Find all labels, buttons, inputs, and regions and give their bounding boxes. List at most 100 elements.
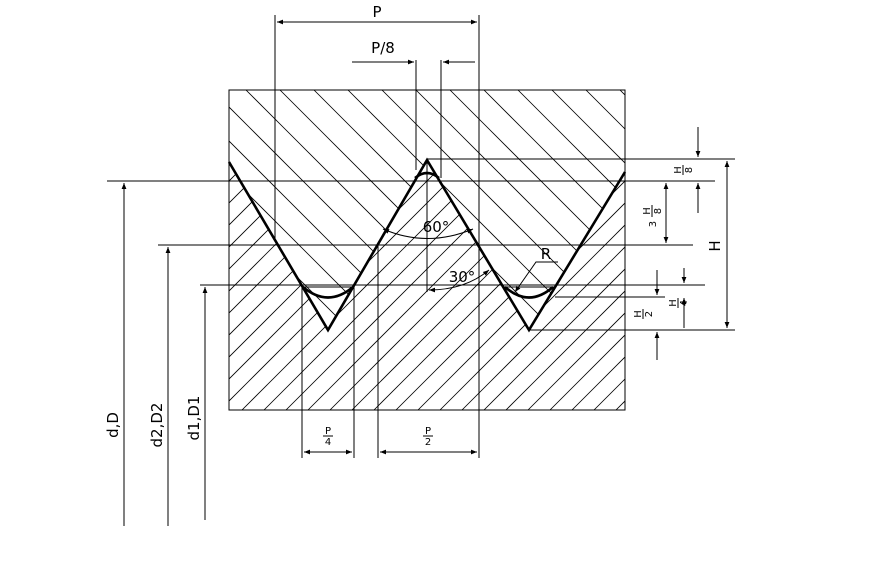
bolt-hatching — [0, 60, 895, 460]
hatch-line — [0, 60, 38, 460]
hatch-line — [565, 160, 625, 410]
hatch-line — [317, 90, 625, 330]
hatch-line — [654, 60, 895, 460]
svg-text:8: 8 — [653, 208, 664, 214]
hatch-line — [229, 160, 615, 410]
svg-text:2: 2 — [644, 311, 655, 317]
hatch-line — [609, 160, 625, 410]
h-quarter-label: H 4 — [668, 298, 690, 308]
angle-60-arc — [382, 228, 474, 239]
svg-text:2: 2 — [425, 437, 431, 448]
hatch-line — [623, 90, 625, 330]
hatch-line — [0, 60, 20, 460]
hatch-line — [726, 60, 895, 460]
hatch-line — [0, 60, 152, 460]
p-quarter-label: P 4 — [323, 426, 333, 448]
hatch-line — [229, 90, 549, 330]
hatch-line — [229, 160, 483, 410]
minor-diameter-label: d1,D1 — [185, 396, 203, 441]
hatch-line — [0, 60, 208, 460]
hatch-line — [852, 60, 895, 460]
hatch-line — [229, 90, 277, 330]
hatch-line — [794, 60, 895, 460]
hatch-line — [385, 90, 625, 330]
hatch-line — [229, 90, 447, 330]
hatch-line — [808, 60, 895, 460]
hatch-line — [477, 160, 625, 410]
hatch-line — [742, 60, 895, 460]
hatch-line — [587, 160, 625, 410]
root-fillet-right — [504, 286, 554, 299]
hatch-line — [351, 90, 625, 330]
svg-text:H: H — [673, 166, 684, 174]
hatch-line — [0, 60, 72, 460]
height-label: H — [706, 240, 724, 251]
hatch-line — [229, 90, 413, 330]
hatch-line — [229, 160, 593, 410]
hatch-line — [698, 60, 895, 460]
h-eighth-label: H 8 — [673, 165, 695, 175]
hatch-line — [0, 60, 64, 460]
radius-leader — [514, 261, 558, 293]
hatch-line — [862, 60, 895, 460]
hatch-line — [229, 90, 311, 330]
radius-label: R — [541, 245, 551, 263]
hatch-line — [874, 60, 895, 460]
section-block — [228, 89, 626, 411]
hatch-line — [367, 160, 625, 410]
hatch-line — [0, 60, 130, 460]
p-half-label: P 2 — [423, 426, 433, 448]
hatch-line — [760, 60, 895, 460]
hatch-line — [0, 60, 174, 460]
hatch-line — [235, 160, 625, 410]
hatch-line — [692, 60, 895, 460]
hatch-line — [229, 160, 439, 410]
svg-text:8: 8 — [684, 167, 695, 173]
hatch-line — [658, 60, 895, 460]
pitch-label: P — [372, 3, 381, 21]
svg-text:4: 4 — [679, 300, 690, 306]
hatch-line — [229, 160, 241, 410]
hatch-line — [0, 60, 174, 460]
svg-text:H: H — [633, 310, 644, 318]
hatch-line — [676, 60, 895, 460]
hatch-line — [229, 90, 345, 330]
hatch-line — [0, 60, 42, 460]
three-h-eighth-label: 3 H 8 — [642, 205, 664, 227]
hatch-line — [301, 160, 625, 410]
svg-text:P: P — [425, 426, 431, 437]
hatch-line — [389, 160, 625, 410]
hatch-line — [229, 160, 329, 410]
root-fillet-left — [302, 285, 354, 299]
hatch-line — [720, 60, 895, 460]
hatch-line — [499, 160, 625, 410]
hatch-line — [455, 160, 625, 410]
hatch-line — [0, 60, 4, 460]
svg-text:4: 4 — [325, 437, 331, 448]
pitch-eighth-label: P/8 — [371, 39, 395, 57]
hatch-line — [229, 160, 285, 410]
hatch-line — [0, 60, 108, 460]
hatch-line — [229, 90, 515, 330]
hatch-line — [0, 60, 106, 460]
hatch-line — [229, 160, 263, 410]
h-half-label: H 2 — [633, 309, 655, 319]
hatch-line — [283, 90, 625, 330]
hatch-line — [433, 160, 625, 410]
hatch-line — [323, 160, 625, 410]
svg-text:3: 3 — [648, 221, 659, 227]
hatch-line — [0, 60, 86, 460]
hatch-line — [257, 160, 625, 410]
angle-30-arc — [428, 269, 490, 293]
hatch-line — [521, 90, 625, 330]
hatch-line — [453, 90, 625, 330]
nut-hatching — [0, 60, 895, 460]
hatch-line — [0, 60, 140, 460]
angle-30-label: 30° — [449, 268, 476, 286]
hatch-line — [229, 160, 417, 410]
hatch-line — [279, 160, 625, 410]
hatch-line — [555, 90, 625, 330]
hatch-line — [521, 160, 625, 410]
hatch-line — [786, 60, 895, 460]
hatch-line — [543, 160, 625, 410]
